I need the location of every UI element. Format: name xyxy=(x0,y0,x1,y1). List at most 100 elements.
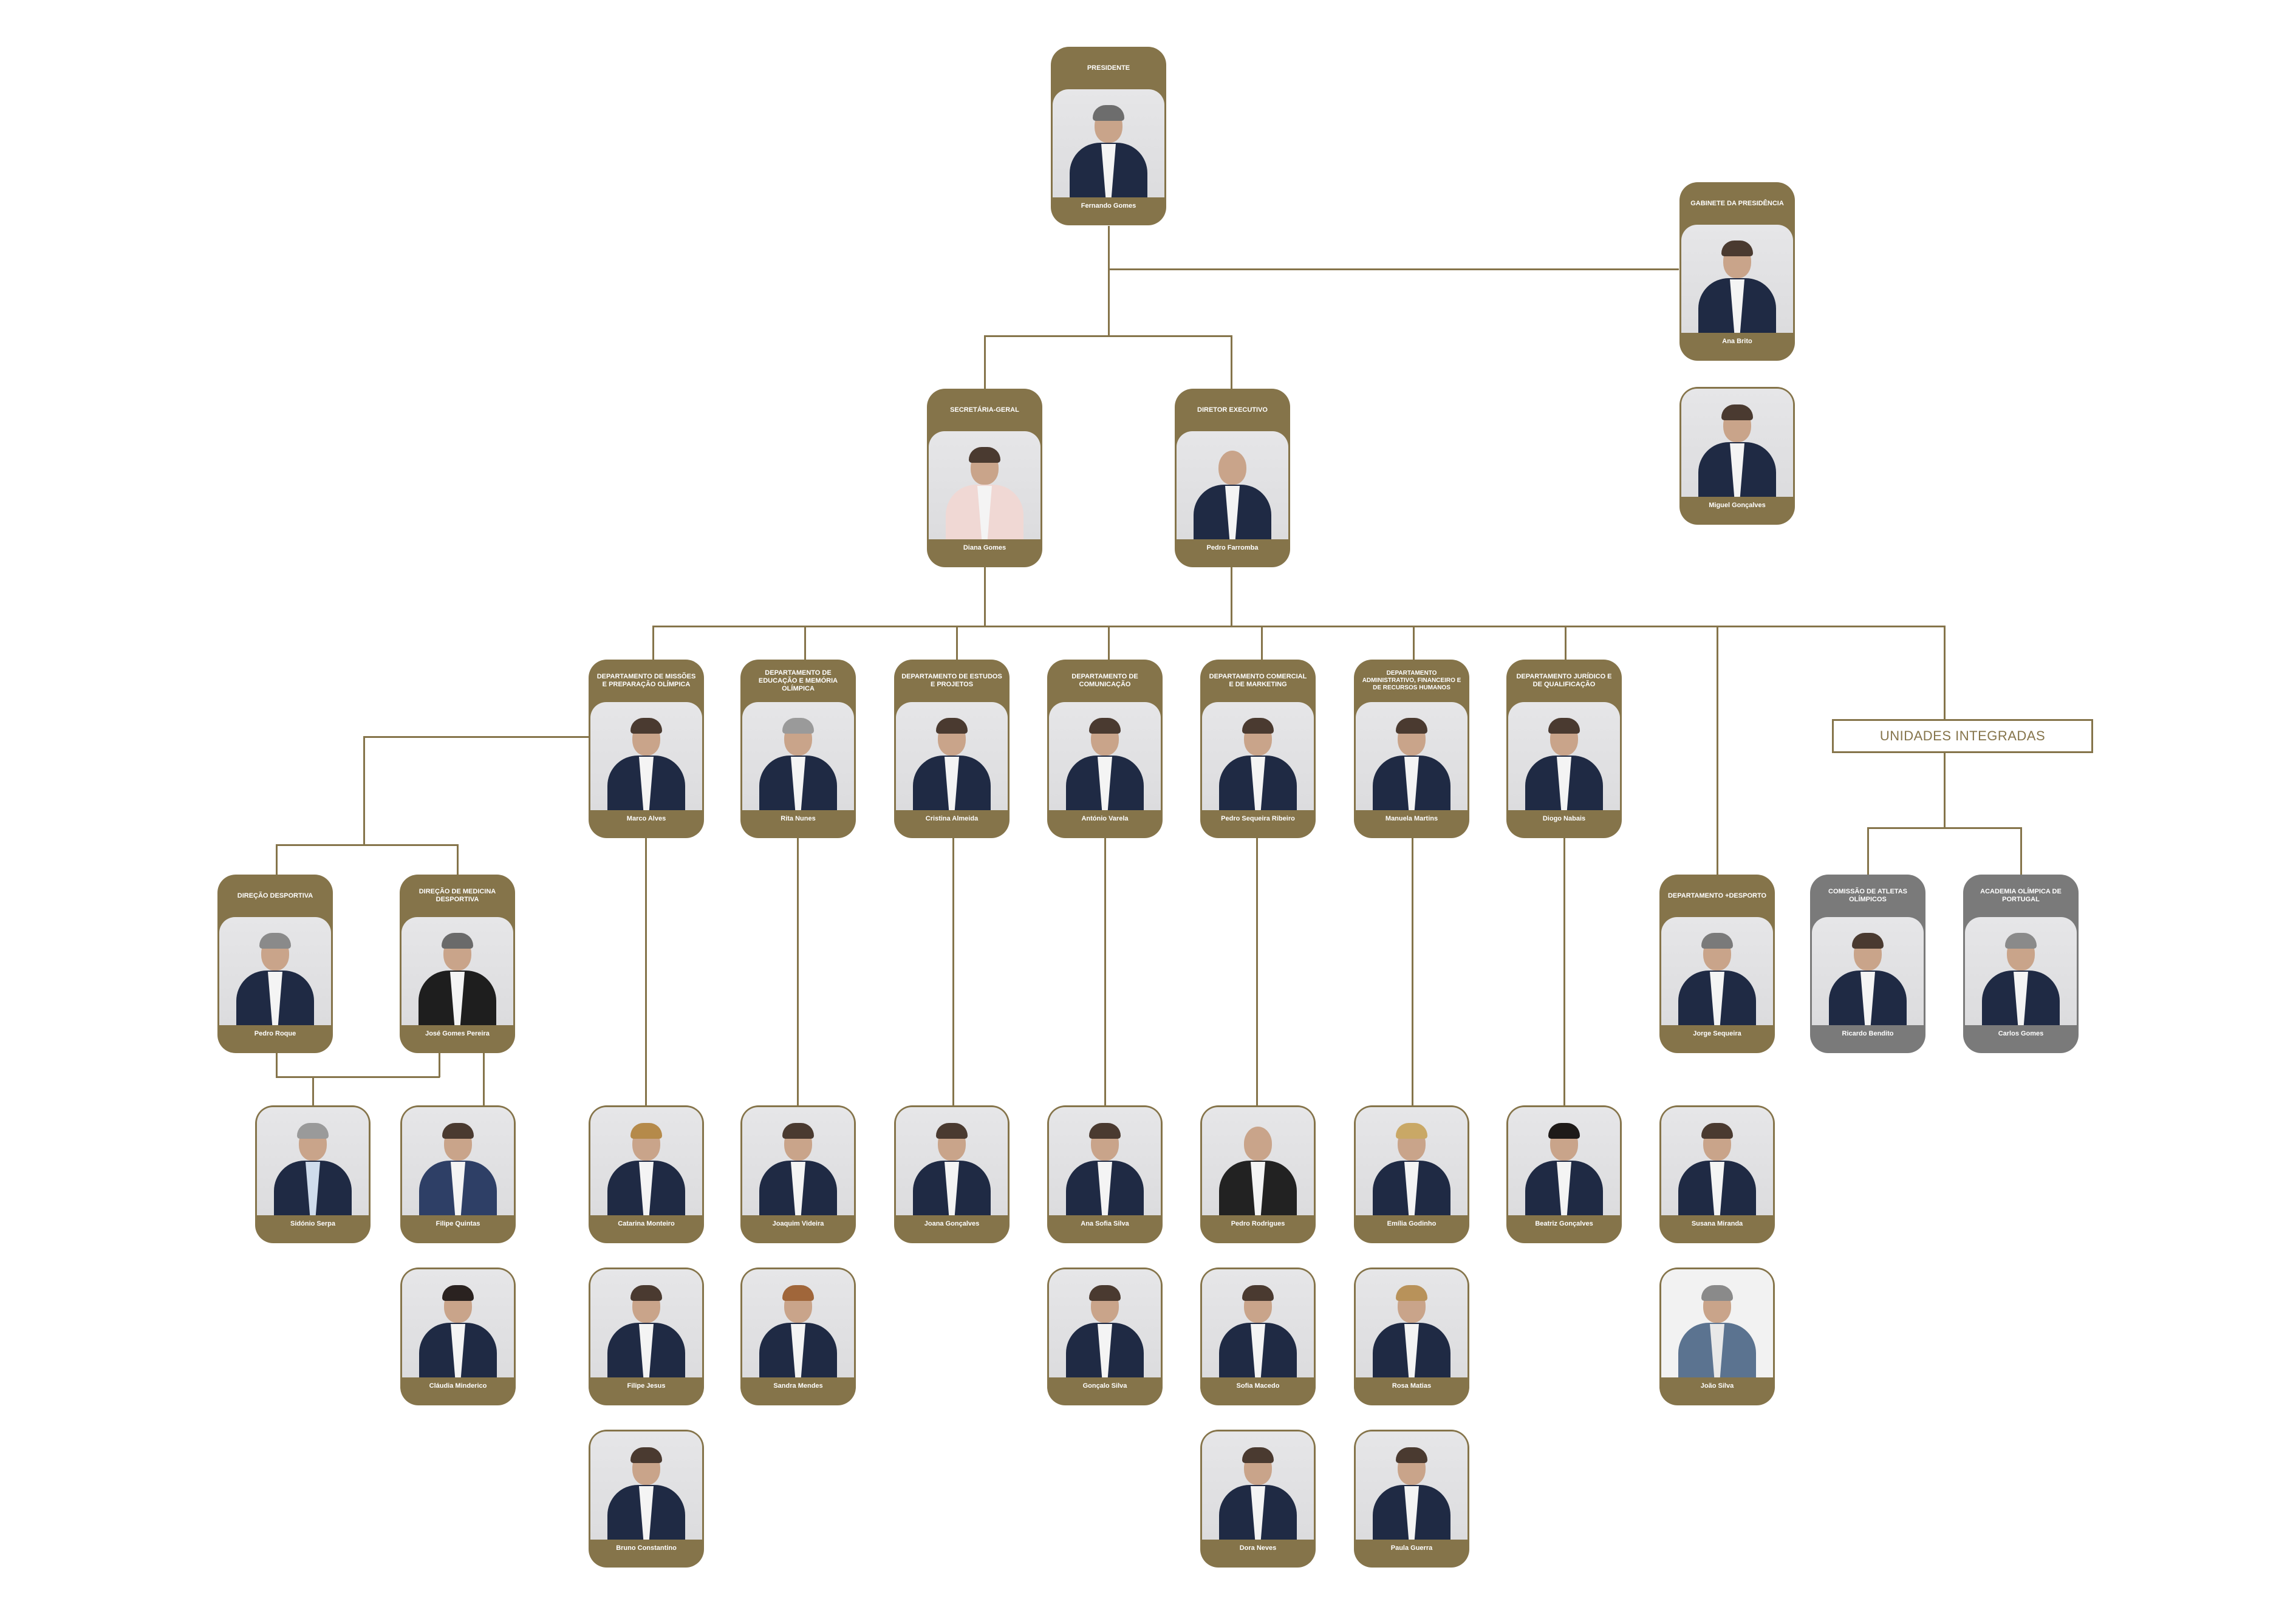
department-card[interactable]: DEPARTAMENTO DE ESTUDOS E PROJETOS Crist… xyxy=(894,660,1010,838)
sub-directorate-card[interactable]: DIREÇÃO DESPORTIVA Pedro Roque xyxy=(217,875,333,1053)
person-name: Ricardo Bendito xyxy=(1842,1030,1894,1037)
staff-card[interactable]: Emília Godinho xyxy=(1354,1105,1469,1243)
department-title: DEPARTAMENTO +DESPORTO xyxy=(1667,892,1767,899)
person-name: Marco Alves xyxy=(626,815,666,822)
portrait-photo xyxy=(1681,225,1793,333)
portrait-photo xyxy=(1202,1269,1314,1377)
department-card[interactable]: DEPARTAMENTO ADMINISTRATIVO, FINANCEIRO … xyxy=(1354,660,1469,838)
unit-title: ACADEMIA OLÍMPICA DE PORTUGAL xyxy=(1980,888,2062,903)
staff-card[interactable]: Ana Sofia Silva xyxy=(1047,1105,1163,1243)
integrated-units-label: UNIDADES INTEGRADAS xyxy=(1832,719,2093,753)
executive-director-card[interactable]: DIRETOR EXECUTIVO Pedro Farromba xyxy=(1175,389,1290,567)
department-card[interactable]: DEPARTAMENTO JURÍDICO E DE QUALIFICAÇÃO … xyxy=(1506,660,1622,838)
portrait-photo xyxy=(1356,1431,1467,1540)
portrait-photo xyxy=(742,702,854,810)
portrait-photo xyxy=(742,1107,854,1215)
person-name: Ana Sofia Silva xyxy=(1081,1220,1129,1227)
person-name: Sofia Macedo xyxy=(1236,1382,1280,1390)
staff-card[interactable]: Joaquim Videira xyxy=(740,1105,856,1243)
staff-card[interactable]: Sidónio Serpa xyxy=(255,1105,371,1243)
portrait-photo xyxy=(1661,917,1773,1025)
person-name: Rita Nunes xyxy=(781,815,816,822)
portrait-photo xyxy=(257,1107,369,1215)
position-title: GABINETE DA PRESIDÊNCIA xyxy=(1690,199,1784,207)
department-card[interactable]: DEPARTAMENTO COMERCIAL E DE MARKETING Pe… xyxy=(1200,660,1316,838)
portrait-photo xyxy=(896,702,1008,810)
person-name: Diana Gomes xyxy=(963,544,1006,551)
staff-card[interactable]: Dora Neves xyxy=(1200,1430,1316,1568)
portrait-photo xyxy=(1508,702,1620,810)
portrait-photo xyxy=(590,1269,702,1377)
directorate-title: DIREÇÃO DESPORTIVA xyxy=(237,892,313,899)
person-name: Jorge Sequeira xyxy=(1693,1030,1741,1037)
portrait-photo xyxy=(1508,1107,1620,1215)
person-name: José Gomes Pereira xyxy=(425,1030,490,1037)
staff-card[interactable]: Joana Gonçalves xyxy=(894,1105,1010,1243)
department-title: DEPARTAMENTO JURÍDICO E DE QUALIFICAÇÃO xyxy=(1516,673,1612,688)
person-name: Cláudia Minderico xyxy=(429,1382,487,1390)
person-name: João Silva xyxy=(1700,1382,1734,1390)
person-name: Miguel Gonçalves xyxy=(1709,502,1766,509)
staff-card[interactable]: Susana Miranda xyxy=(1659,1105,1775,1243)
integrated-unit-card[interactable]: COMISSÃO DE ATLETAS OLÍMPICOS Ricardo Be… xyxy=(1810,875,1925,1053)
person-name: Sandra Mendes xyxy=(773,1382,823,1390)
department-card[interactable]: DEPARTAMENTO +DESPORTO Jorge Sequeira xyxy=(1659,875,1775,1053)
person-name: Bruno Constantino xyxy=(616,1544,677,1552)
person-name: Pedro Farromba xyxy=(1206,544,1259,551)
portrait-photo xyxy=(590,1431,702,1540)
staff-card[interactable]: Bruno Constantino xyxy=(589,1430,704,1568)
sub-directorate-card[interactable]: DIREÇÃO DE MEDICINA DESPORTIVA José Gome… xyxy=(400,875,515,1053)
person-name: Fernando Gomes xyxy=(1081,202,1136,210)
staff-card[interactable]: Paula Guerra xyxy=(1354,1430,1469,1568)
staff-card[interactable]: Pedro Rodrigues xyxy=(1200,1105,1316,1243)
staff-card[interactable]: Sandra Mendes xyxy=(740,1268,856,1405)
person-name: Pedro Sequeira Ribeiro xyxy=(1221,815,1295,822)
staff-card[interactable]: Gonçalo Silva xyxy=(1047,1268,1163,1405)
portrait-photo xyxy=(1661,1107,1773,1215)
department-title: DEPARTAMENTO DE MISSÕES E PREPARAÇÃO OLÍ… xyxy=(596,673,696,688)
staff-card[interactable]: Cláudia Minderico xyxy=(400,1268,516,1405)
person-name: António Varela xyxy=(1081,815,1129,822)
staff-card[interactable]: João Silva xyxy=(1659,1268,1775,1405)
portrait-photo xyxy=(742,1269,854,1377)
person-name: Manuela Martins xyxy=(1385,815,1438,822)
portrait-photo xyxy=(1053,89,1164,197)
portrait-photo xyxy=(929,431,1040,539)
staff-card[interactable]: Filipe Quintas xyxy=(400,1105,516,1243)
secretary-general-card[interactable]: SECRETÁRIA-GERAL Diana Gomes xyxy=(927,389,1042,567)
person-name: Catarina Monteiro xyxy=(618,1220,675,1227)
department-card[interactable]: DEPARTAMENTO DE MISSÕES E PREPARAÇÃO OLÍ… xyxy=(589,660,704,838)
portrait-photo xyxy=(1177,431,1288,539)
person-name: Beatriz Gonçalves xyxy=(1535,1220,1593,1227)
person-name: Dora Neves xyxy=(1239,1544,1277,1552)
staff-card[interactable]: Rosa Matias xyxy=(1354,1268,1469,1405)
portrait-photo xyxy=(590,1107,702,1215)
portrait-photo xyxy=(1049,1107,1161,1215)
staff-card[interactable]: Filipe Jesus xyxy=(589,1268,704,1405)
portrait-photo xyxy=(402,1269,514,1377)
department-card[interactable]: DEPARTAMENTO DE EDUCAÇÃO E MEMÓRIA OLÍMP… xyxy=(740,660,856,838)
person-name: Pedro Roque xyxy=(254,1030,296,1037)
portrait-photo xyxy=(1356,1269,1467,1377)
staff-card[interactable]: Sofia Macedo xyxy=(1200,1268,1316,1405)
person-name: Joana Gonçalves xyxy=(924,1220,980,1227)
department-title: DEPARTAMENTO COMERCIAL E DE MARKETING xyxy=(1209,673,1307,688)
cabinet-member-card[interactable]: Miguel Gonçalves xyxy=(1679,387,1795,525)
president-card[interactable]: PRESIDENTE Fernando Gomes xyxy=(1051,47,1166,225)
unit-title: COMISSÃO DE ATLETAS OLÍMPICOS xyxy=(1828,888,1907,903)
position-title: PRESIDENTE xyxy=(1087,64,1130,72)
portrait-photo xyxy=(1202,702,1314,810)
person-name: Gonçalo Silva xyxy=(1082,1382,1127,1390)
integrated-unit-card[interactable]: ACADEMIA OLÍMPICA DE PORTUGAL Carlos Gom… xyxy=(1963,875,2079,1053)
staff-card[interactable]: Beatriz Gonçalves xyxy=(1506,1105,1622,1243)
portrait-photo xyxy=(219,917,331,1025)
cabinet-head-card[interactable]: GABINETE DA PRESIDÊNCIA Ana Brito xyxy=(1679,182,1795,361)
department-card[interactable]: DEPARTAMENTO DE COMUNICAÇÃO António Vare… xyxy=(1047,660,1163,838)
person-name: Sidónio Serpa xyxy=(290,1220,335,1227)
person-name: Filipe Jesus xyxy=(627,1382,666,1390)
position-title: SECRETÁRIA-GERAL xyxy=(950,406,1019,414)
portrait-photo xyxy=(1812,917,1924,1025)
person-name: Emília Godinho xyxy=(1387,1220,1437,1227)
staff-card[interactable]: Catarina Monteiro xyxy=(589,1105,704,1243)
portrait-photo xyxy=(1202,1107,1314,1215)
